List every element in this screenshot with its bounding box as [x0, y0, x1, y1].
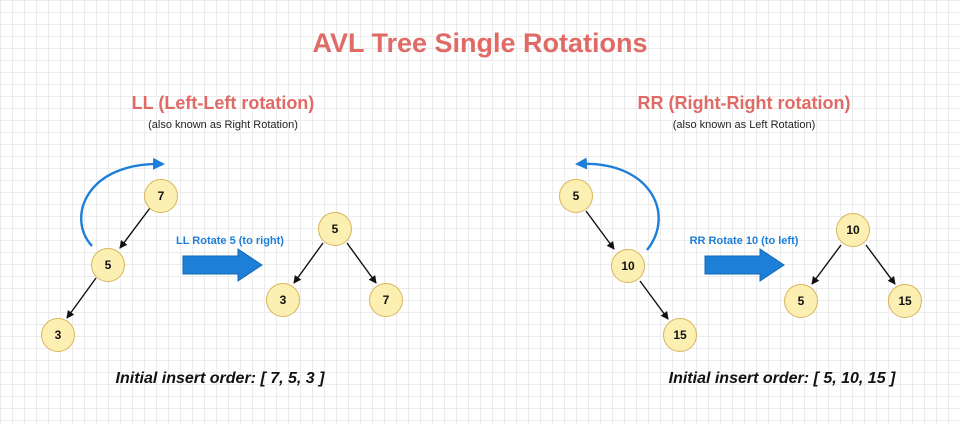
rr-edge-5-10: [585, 210, 615, 250]
ll-rotate-arrow: [182, 248, 263, 282]
ll-rotation-curve-arrow: [80, 157, 165, 247]
rr-subtitle: (also known as Left Rotation): [672, 119, 816, 131]
ll-node-child: 5: [91, 248, 125, 282]
ll-node-root: 7: [144, 179, 178, 213]
rr-heading: RR (Right-Right rotation): [637, 93, 851, 113]
rr-node-child: 10: [611, 249, 645, 283]
rr-edge-after-10-5: [811, 244, 842, 285]
ll-edge-5-3: [66, 277, 97, 319]
rr-after-node-root: 10: [836, 213, 870, 247]
ll-insert-order: Initial insert order: [ 7, 5, 3 ]: [115, 370, 325, 387]
ll-after-node-root: 5: [318, 212, 352, 246]
rr-after-node-left: 5: [784, 284, 818, 318]
ll-arrow-label: LL Rotate 5 (to right): [176, 235, 284, 247]
rr-edge-10-15: [639, 280, 669, 320]
rr-node-grandchild: 15: [663, 318, 697, 352]
rr-rotation-curve-arrow: [575, 157, 660, 251]
rr-rotate-arrow: [704, 248, 785, 282]
ll-node-grandchild: 3: [41, 318, 75, 352]
ll-subtitle: (also known as Right Rotation): [148, 119, 298, 131]
ll-edge-7-5: [119, 207, 151, 249]
ll-after-node-left: 3: [266, 283, 300, 317]
ll-after-node-right: 7: [369, 283, 403, 317]
rr-arrow-label: RR Rotate 10 (to left): [689, 235, 799, 247]
page-title: AVL Tree Single Rotations: [312, 28, 648, 58]
ll-edge-after-5-7: [346, 242, 377, 284]
ll-heading: LL (Left-Left rotation): [131, 93, 315, 113]
rr-insert-order: Initial insert order: [ 5, 10, 15 ]: [668, 370, 896, 387]
ll-edge-after-5-3: [293, 242, 324, 284]
rr-edge-after-10-15: [865, 244, 896, 285]
rr-after-node-right: 15: [888, 284, 922, 318]
rr-node-root: 5: [559, 179, 593, 213]
